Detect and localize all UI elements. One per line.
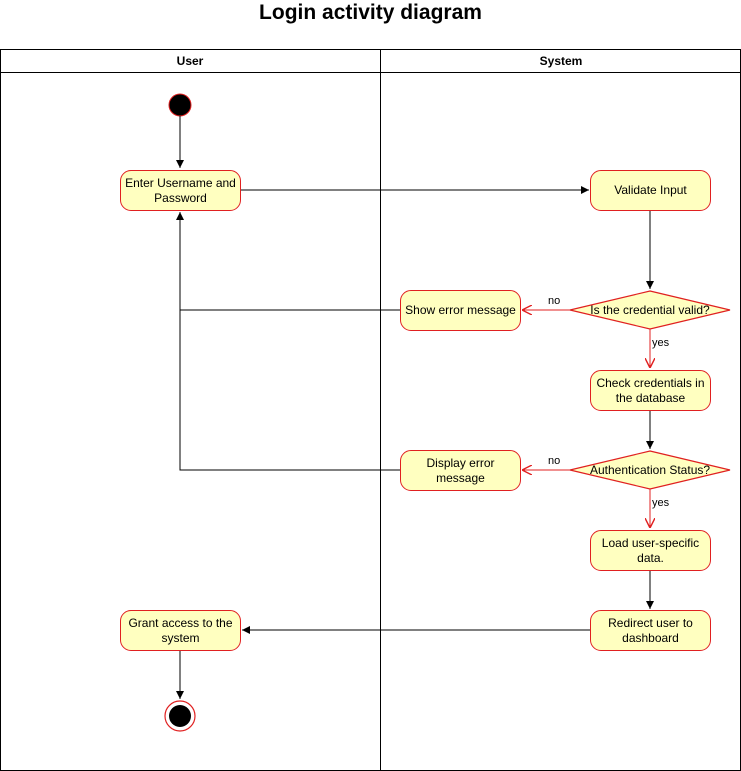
decision-auth-status-label: Authentication Status? — [589, 463, 711, 477]
guard-yes-2: yes — [652, 497, 670, 509]
action-show-error: Show error message — [400, 290, 521, 331]
lane-system-header: System — [539, 54, 583, 68]
action-redirect: Redirect user to dashboard — [590, 610, 711, 651]
action-load-data: Load user-specific data. — [590, 530, 711, 571]
action-display-error: Display error message — [400, 450, 521, 491]
action-grant-access: Grant access to the system — [120, 610, 241, 651]
action-validate-input: Validate Input — [590, 170, 711, 211]
guard-yes-1: yes — [652, 337, 670, 349]
guard-no-2: no — [548, 455, 561, 467]
swimlane-divider — [380, 49, 381, 771]
edge-display-error-to-enter — [179, 310, 400, 471]
edge-show-error-to-enter — [176, 212, 400, 311]
end-node-inner — [169, 705, 191, 727]
diagram-title: Login activity diagram — [259, 1, 482, 24]
lane-user-header: User — [176, 54, 204, 68]
start-node — [168, 93, 192, 117]
action-check-db: Check credentials in the database — [590, 370, 711, 411]
guard-no-1: no — [548, 295, 561, 307]
action-enter-credentials: Enter Username and Password — [120, 170, 241, 211]
decision-credential-valid-label: Is the credential valid? — [590, 303, 710, 317]
